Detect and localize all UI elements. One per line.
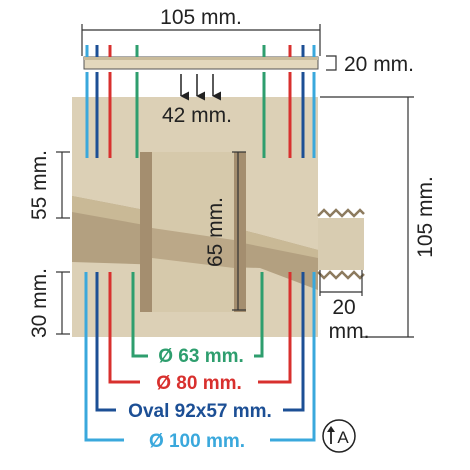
badge-letter: A xyxy=(337,428,349,447)
inner-clearance-label: 42 mm. xyxy=(162,104,232,127)
top-width-label: 105 mm. xyxy=(160,6,242,29)
pipe-size-100-label: Ø 100 mm. xyxy=(149,431,245,452)
side-threaded-outlet xyxy=(317,208,365,280)
lower-height-label: 30 mm. xyxy=(28,268,51,338)
upper-body-guides xyxy=(85,72,316,158)
inflow-arrows xyxy=(180,74,222,101)
thread-length-unit: mm. xyxy=(329,320,370,343)
dimension-lines xyxy=(56,24,414,338)
thread-length-value: 20 xyxy=(332,296,355,319)
upper-guide-ticks xyxy=(85,45,316,57)
upper-height-label: 55 mm. xyxy=(28,150,51,220)
pipe-size-80-label: Ø 80 mm. xyxy=(156,373,242,394)
lower-guide-lines xyxy=(84,272,316,442)
total-height-label: 105 mm. xyxy=(414,176,437,258)
pipe-guide-lines xyxy=(84,45,316,442)
pipe-size-oval-label: Oval 92x57 mm. xyxy=(128,401,272,422)
pipe-size-63-label: Ø 63 mm. xyxy=(158,346,244,367)
cover-plate xyxy=(83,56,319,70)
cover-thickness-label: 20 mm. xyxy=(344,53,414,76)
drain-body xyxy=(72,97,365,337)
inner-pipe-height-label: 65 mm. xyxy=(204,197,227,267)
arrow-up-icon xyxy=(327,426,335,444)
version-badge: A xyxy=(322,419,356,453)
